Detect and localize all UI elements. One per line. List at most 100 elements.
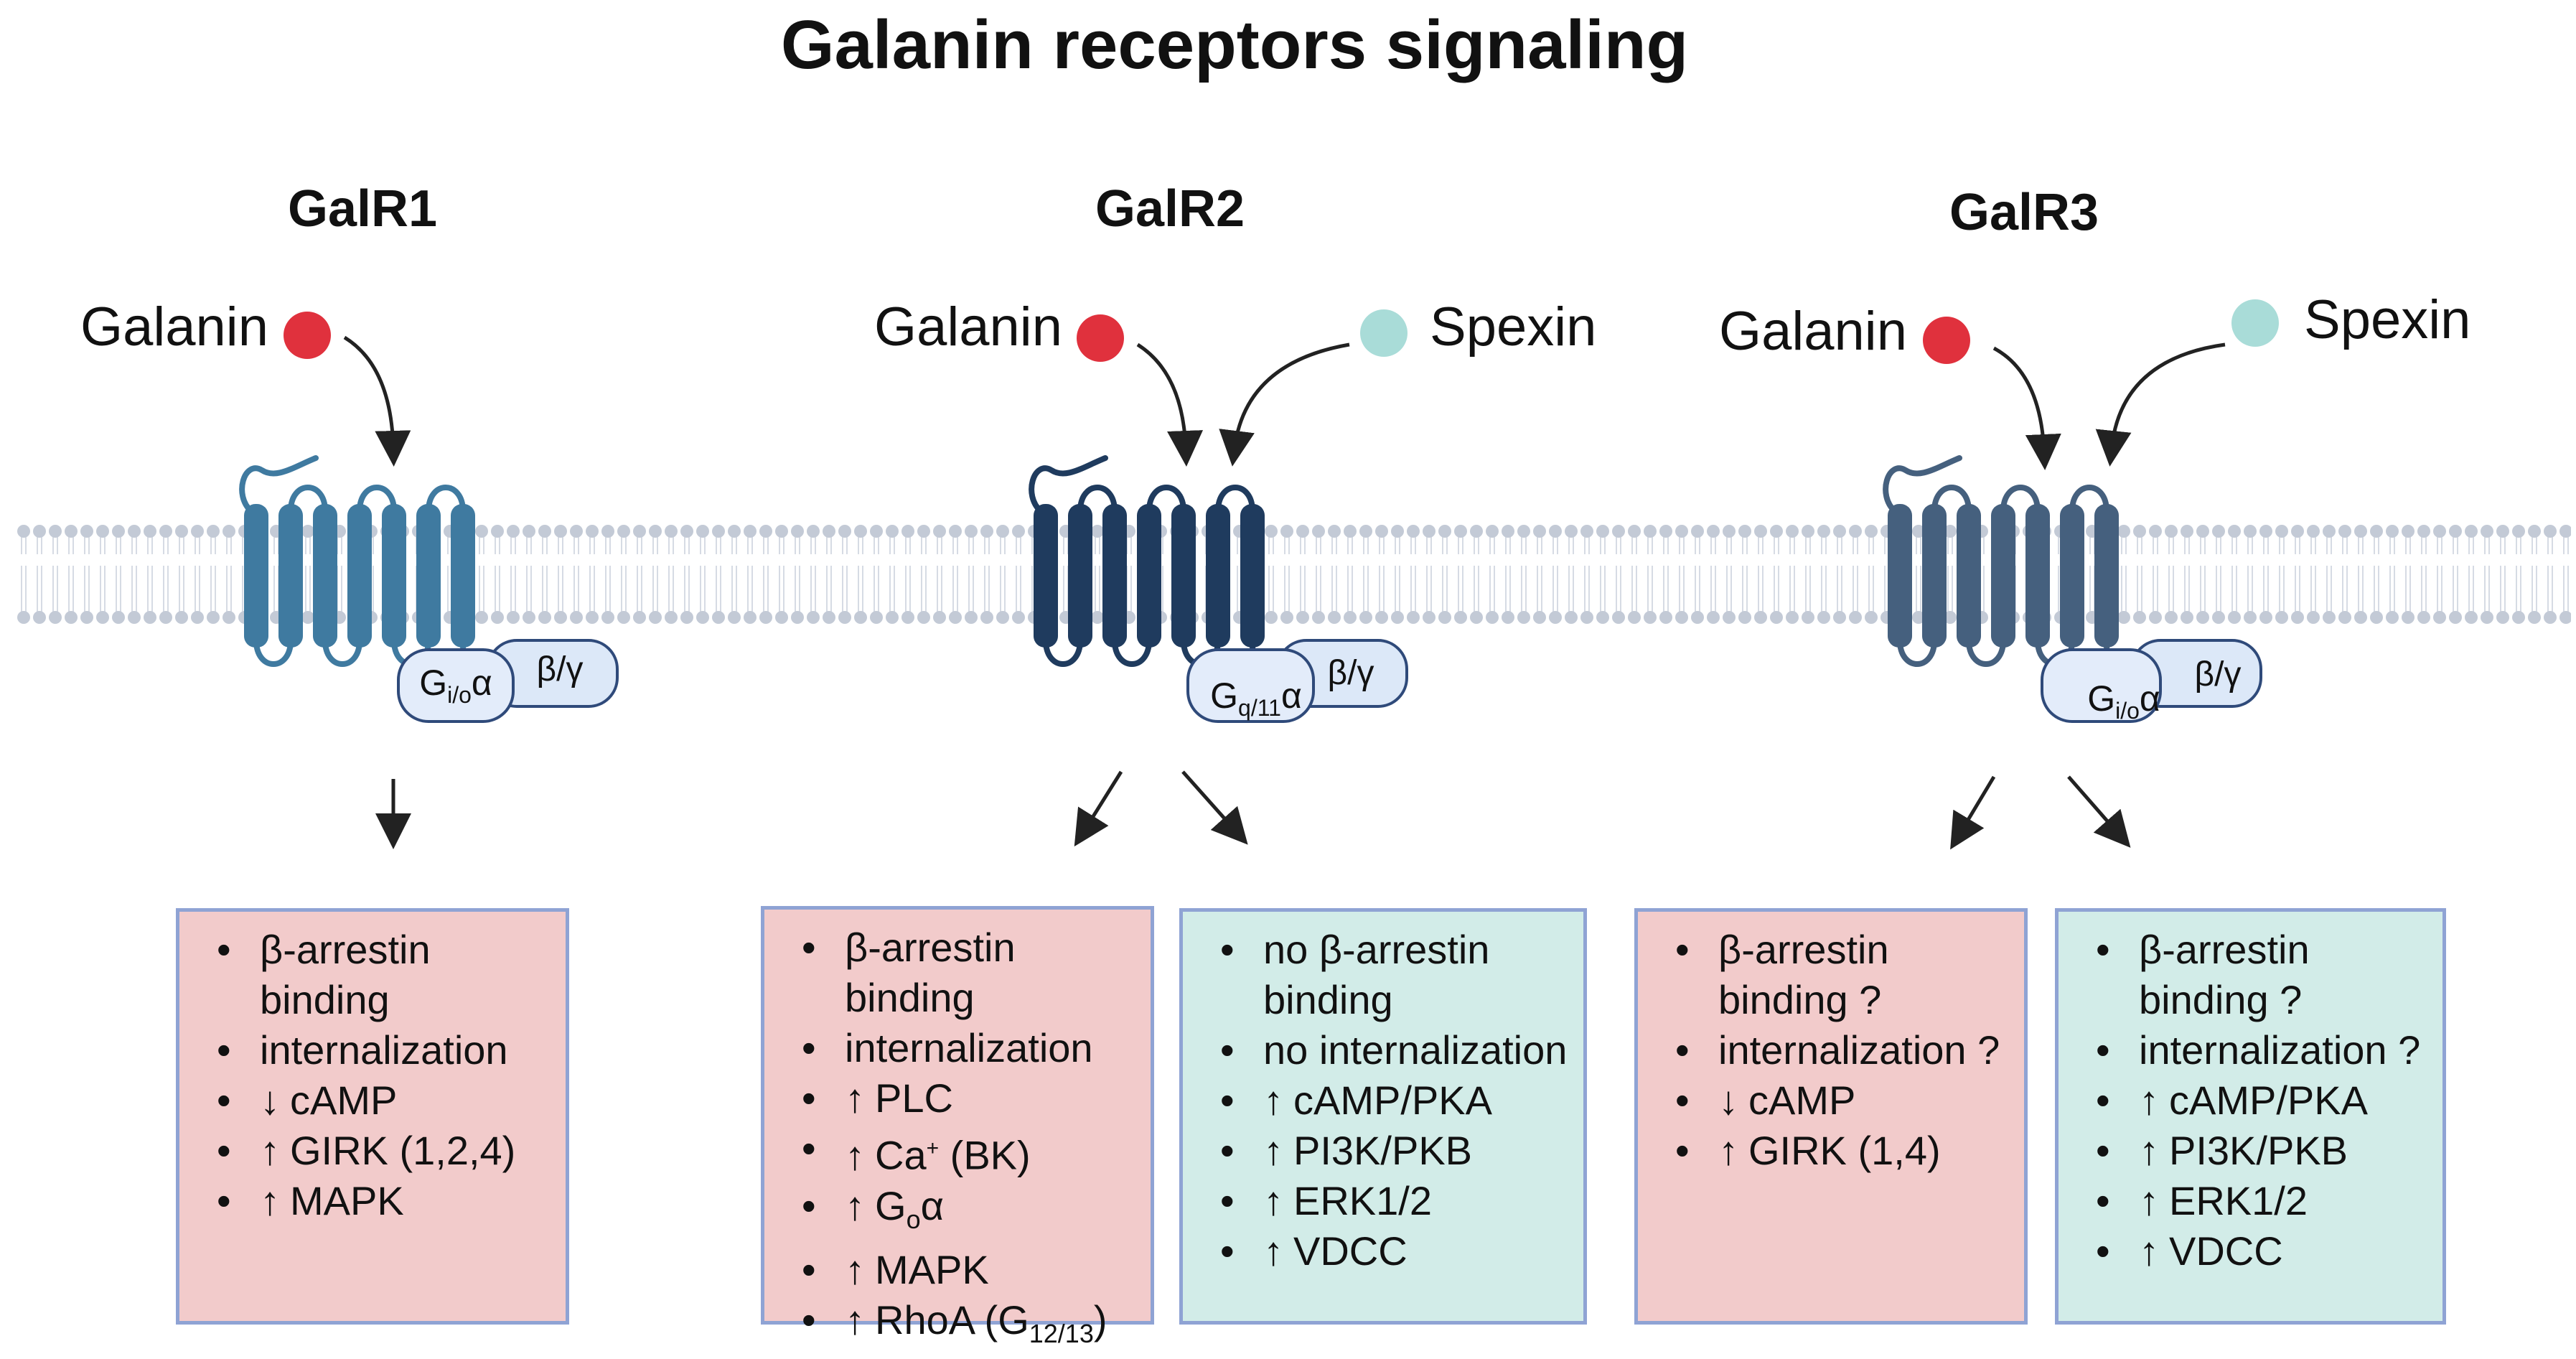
arrow-spexin-galr2: [1219, 342, 1350, 467]
effect-item: •β-arrestin: [179, 925, 566, 975]
ligand-label-galanin-galr1: Galanin: [80, 296, 268, 358]
effect-item: •internalization ?: [1638, 1025, 2024, 1075]
up-arrow-icon: ↑: [1263, 1178, 1283, 1223]
bullet-dot: •: [802, 1182, 816, 1228]
effect-item: binding: [764, 973, 1151, 1023]
effect-item: •↑Goα: [764, 1181, 1151, 1245]
up-arrow-icon: ↑: [845, 1075, 865, 1121]
bullet-dot: •: [1220, 1128, 1235, 1173]
receptor-label-galr3: GalR3: [1949, 184, 2099, 241]
arrow-galr2-right: [1181, 770, 1248, 845]
effect-text: binding: [1263, 977, 1393, 1022]
spexin-ball-galr3: [2231, 299, 2279, 347]
effect-text: MAPK: [875, 1246, 989, 1292]
effect-text: G: [875, 1182, 907, 1228]
effect-item: • no internalization: [1183, 1025, 1583, 1075]
g-alpha-label-galr3: Gi/oα: [2087, 678, 2160, 724]
effect-item: •β-arrestin: [764, 923, 1151, 973]
g-alpha-label-galr2: Gq/11α: [1210, 676, 1302, 721]
up-arrow-icon: ↑: [2139, 1128, 2159, 1173]
bullet-dot: •: [802, 1297, 816, 1342]
g-alpha-label-galr1: Gi/oα: [419, 663, 492, 708]
effect-item: • β-arrestin: [2059, 925, 2442, 975]
bullet-dot: •: [217, 927, 231, 972]
bullet-dot: •: [1220, 927, 1235, 972]
effect-text: ERK1/2: [1293, 1178, 1432, 1223]
effect-text: internalization ?: [2139, 1027, 2421, 1073]
receptor-galr2: [1029, 455, 1408, 723]
effect-item: •internalization: [179, 1025, 566, 1075]
up-arrow-icon: ↑: [1718, 1128, 1738, 1173]
bullet-dot: •: [1675, 927, 1690, 972]
bullet-dot: •: [802, 1025, 816, 1070]
down-arrow-icon: ↓: [1718, 1078, 1738, 1123]
arrow-galr3-right: [2067, 775, 2131, 848]
effect-text: binding: [845, 975, 975, 1020]
arrow-galr3-left: [1950, 775, 1996, 850]
effect-item: •no β-arrestin: [1183, 925, 1583, 975]
effect-text: GIRK (1,2,4): [290, 1128, 516, 1173]
effect-item: •↑VDCC: [2059, 1226, 2442, 1276]
bullet-dot: •: [2096, 1128, 2110, 1173]
up-arrow-icon: ↑: [260, 1128, 280, 1173]
effect-item: •↑VDCC: [1183, 1226, 1583, 1276]
galanin-ball-galr1: [284, 312, 331, 359]
bullet-dot: •: [1675, 1078, 1690, 1123]
effect-text: binding ?: [2139, 977, 2303, 1022]
effect-item: •internalization ?: [2059, 1025, 2442, 1075]
arrow-galanin-galr3: [1992, 346, 2061, 470]
effect-text: β-arrestin: [1718, 927, 1889, 972]
effect-item: • ↑cAMP/PKA: [1183, 1075, 1583, 1126]
effect-text: Ca: [875, 1132, 927, 1178]
effect-text: ERK1/2: [2169, 1178, 2308, 1223]
up-arrow-icon: ↑: [2139, 1078, 2159, 1123]
effect-item: • β-arrestin: [1638, 925, 2024, 975]
effect-text: VDCC: [1293, 1228, 1408, 1274]
ligand-label-spexin-galr2: Spexin: [1430, 296, 1597, 358]
effect-item: •↓cAMP: [1638, 1075, 2024, 1126]
effect-text: binding ?: [1718, 977, 1882, 1022]
beta-gamma-label-galr1: β/γ: [536, 650, 584, 688]
effect-text: internalization: [845, 1025, 1093, 1070]
effect-text: no internalization: [1263, 1027, 1568, 1073]
up-arrow-icon: ↑: [260, 1178, 280, 1223]
receptor-galr3: [1883, 455, 2262, 723]
bullet-dot: •: [217, 1027, 231, 1073]
bullet-dot: •: [802, 1126, 816, 1171]
up-arrow-icon: ↑: [1263, 1078, 1283, 1123]
bullet-dot: •: [1220, 1027, 1235, 1073]
receptor-label-galr1: GalR1: [287, 180, 438, 238]
receptor-label-galr2: GalR2: [1095, 180, 1245, 238]
ligand-label-galanin-galr2: Galanin: [874, 296, 1062, 358]
effect-item: • ↓cAMP: [179, 1075, 566, 1126]
up-arrow-icon: ↑: [1263, 1228, 1283, 1274]
arrow-galr2-left: [1074, 770, 1123, 847]
bullet-dot: •: [217, 1178, 231, 1223]
effect-item: •↑GIRK (1,2,4): [179, 1126, 566, 1176]
effect-item: •↑cAMP/PKA: [2059, 1075, 2442, 1126]
bullet-dot: •: [2096, 1228, 2110, 1274]
effect-text: β-arrestin: [2139, 927, 2310, 972]
effect-item: •↑PLC: [764, 1073, 1151, 1124]
effect-item: •↑PI3K/PKB: [2059, 1126, 2442, 1176]
effect-item: binding ?: [1638, 975, 2024, 1025]
effect-text: cAMP/PKA: [1293, 1078, 1492, 1123]
beta-gamma-label-galr3: β/γ: [2194, 655, 2242, 693]
cell-membrane: [16, 518, 2571, 633]
effect-text: binding: [260, 977, 390, 1022]
ligand-label-galanin-galr3: Galanin: [1719, 301, 1907, 362]
bullet-dot: •: [2096, 927, 2110, 972]
bullet-dot: •: [217, 1078, 231, 1123]
up-arrow-icon: ↑: [2139, 1178, 2159, 1223]
up-arrow-icon: ↑: [845, 1297, 865, 1342]
bullet-dot: •: [1220, 1178, 1235, 1223]
bullet-dot: •: [1220, 1078, 1235, 1123]
effect-text: cAMP: [290, 1078, 398, 1123]
effect-text: PLC: [875, 1075, 953, 1121]
down-arrow-icon: ↓: [260, 1078, 280, 1123]
bullet-dot: •: [1675, 1128, 1690, 1173]
